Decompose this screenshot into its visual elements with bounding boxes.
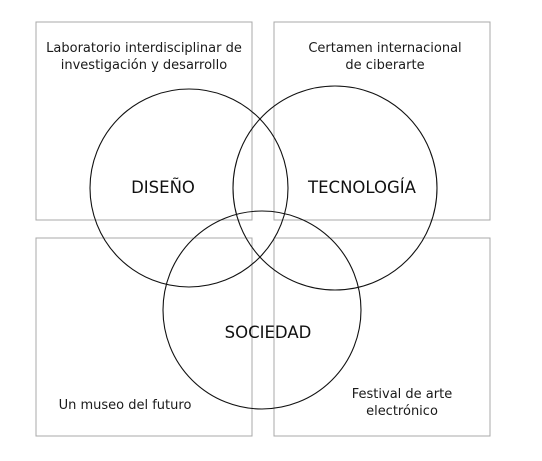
box-bottom-left [35, 237, 253, 437]
circle-design [89, 88, 289, 288]
box-top-right-line-1: Certamen internacional [308, 41, 461, 56]
box-top-left-line-1: Laboratorio interdisciplinar de [46, 41, 242, 56]
circle-society-label: SOCIEDAD [225, 323, 312, 342]
circle-society [162, 210, 362, 410]
box-bottom-right-line-2: electrónico [366, 404, 438, 419]
box-bottom-right [273, 237, 491, 437]
circle-design-label: DISEÑO [131, 178, 195, 197]
box-top-left-line-2: investigación y desarrollo [61, 58, 227, 73]
circle-technology-label: TECNOLOGÍA [307, 178, 417, 197]
box-bottom-right-line-1: Festival de arte [352, 387, 452, 402]
box-top-right-line-2: de ciberarte [345, 58, 424, 73]
box-top-left [35, 21, 253, 221]
box-top-right [273, 21, 491, 221]
box-bottom-left-line-1: Un museo del futuro [59, 398, 192, 413]
circle-technology [232, 85, 438, 291]
